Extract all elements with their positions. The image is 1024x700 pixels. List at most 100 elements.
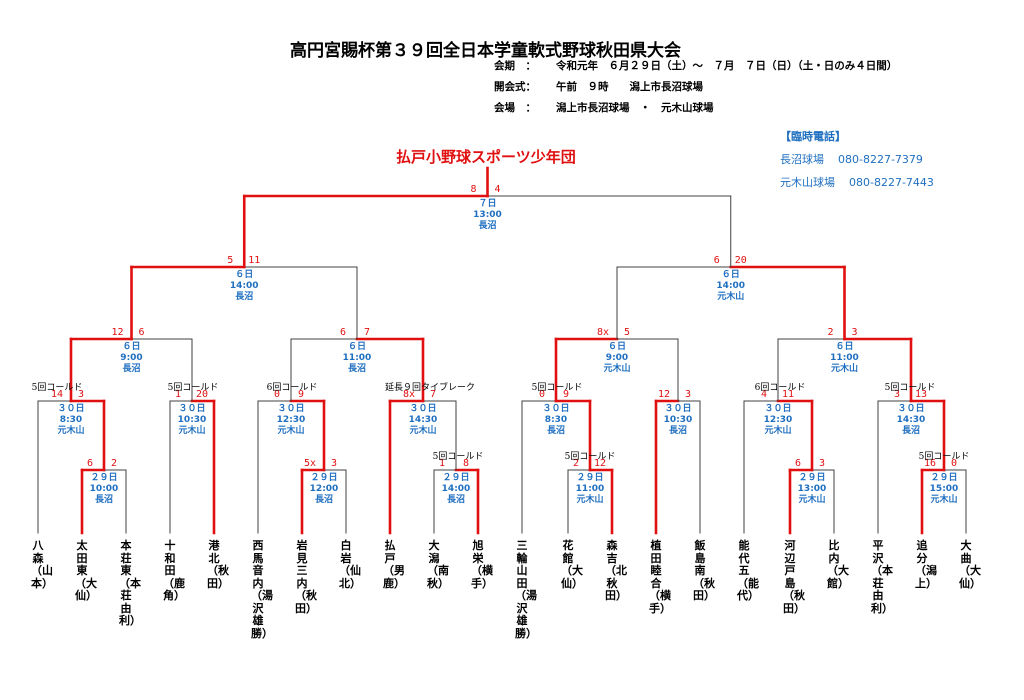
match-venue: 長沼 bbox=[122, 364, 141, 374]
match-time: 14:30 bbox=[896, 415, 926, 425]
match-date: ６日 bbox=[347, 342, 366, 352]
score-left: 1 bbox=[174, 389, 182, 400]
score-right: 20 bbox=[195, 389, 209, 400]
match-time: 13:00 bbox=[797, 484, 827, 494]
match-time: 11:00 bbox=[342, 353, 372, 363]
match-note: 5回コールド bbox=[531, 383, 583, 393]
score-right: 12 bbox=[593, 458, 607, 469]
team-name: 能代五（能代） bbox=[737, 539, 759, 602]
score-left: 16 bbox=[923, 458, 937, 469]
phone-number: 080-8227-7379 bbox=[838, 153, 923, 166]
match-venue: 元木山 bbox=[576, 495, 604, 505]
info-opening-value: 午前 ９時 潟上市長沼球場 bbox=[556, 81, 703, 93]
info-venue-value: 潟上市長沼球場 ・ 元木山球場 bbox=[556, 102, 714, 114]
team-name: 植田睦合（横手） bbox=[649, 539, 671, 615]
match-venue: 元木山 bbox=[57, 426, 85, 436]
match-venue: 元木山 bbox=[178, 426, 206, 436]
match-date: ６日 bbox=[122, 342, 141, 352]
score-right: 3 bbox=[77, 389, 85, 400]
score-right: 4 bbox=[494, 184, 501, 195]
phone-number: 080-8227-7443 bbox=[849, 176, 934, 189]
score-right: 3 bbox=[851, 327, 858, 338]
score-left: 0 bbox=[538, 389, 546, 400]
match-time: 14:30 bbox=[408, 415, 438, 425]
info-opening: 開会式：午前 ９時 潟上市長沼球場 bbox=[494, 79, 703, 94]
match-venue: 元木山 bbox=[930, 495, 958, 505]
match-time: 8:30 bbox=[544, 415, 568, 425]
match-date: ２９日 bbox=[442, 473, 470, 483]
score-right: 6 bbox=[138, 327, 145, 338]
match-note: 5回コールド bbox=[918, 452, 970, 462]
match-note: 5回コールド bbox=[432, 452, 484, 462]
match-venue: 元木山 bbox=[764, 426, 792, 436]
match-venue: 長沼 bbox=[235, 292, 254, 302]
match-time: 10:30 bbox=[177, 415, 207, 425]
score-left: 2 bbox=[827, 327, 834, 338]
match-date: ３０日 bbox=[277, 404, 305, 414]
match-venue: 長沼 bbox=[546, 426, 566, 436]
match-time: 9:00 bbox=[120, 353, 143, 363]
score-left: 1 bbox=[438, 458, 446, 469]
match-date: ２９日 bbox=[930, 473, 958, 483]
match-venue: 長沼 bbox=[478, 221, 497, 231]
score-right: 13 bbox=[914, 389, 928, 400]
team-name: 西馬音内（湯沢雄勝） bbox=[251, 539, 273, 640]
match-venue: 長沼 bbox=[347, 364, 366, 374]
match-time: 9:00 bbox=[605, 353, 629, 363]
match-venue: 元木山 bbox=[409, 426, 437, 436]
score-left: 5x bbox=[303, 458, 317, 469]
match-time: 11:00 bbox=[830, 353, 859, 363]
match-venue: 元木山 bbox=[830, 364, 858, 374]
match-note: 6回コールド bbox=[754, 383, 806, 393]
team-name: 大潟（南秋） bbox=[427, 539, 449, 590]
score-left: 6 bbox=[794, 458, 802, 469]
match-time: 14:00 bbox=[441, 484, 471, 494]
match-time: 13:00 bbox=[473, 210, 502, 220]
info-dates-value: 令和元年 ６月２９日（土）～ ７月 ７日（日）（土・日のみ４日間） bbox=[556, 60, 898, 72]
champion-label: 払戸小野球スポーツ少年団 bbox=[396, 148, 576, 166]
info-dates: 会期 ：令和元年 ６月２９日（土）～ ７月 ７日（日）（土・日のみ４日間） bbox=[494, 58, 897, 73]
score-right: 11 bbox=[248, 255, 261, 266]
team-name: 大曲（大仙） bbox=[959, 539, 981, 590]
team-name: 払戸（男鹿） bbox=[383, 539, 405, 590]
score-left: 2 bbox=[572, 458, 580, 469]
score-left: 8x bbox=[596, 327, 610, 338]
match-date: ２９日 bbox=[310, 473, 338, 483]
match-date: ７日 bbox=[478, 199, 497, 209]
match-time: 10:00 bbox=[89, 484, 119, 494]
match-note: 延長９回タイブレーク bbox=[384, 383, 476, 393]
team-name: 森吉（北秋田） bbox=[605, 539, 627, 602]
score-left: 12 bbox=[657, 389, 671, 400]
team-name: 花館（大仙） bbox=[561, 539, 583, 590]
match-venue: 元木山 bbox=[603, 364, 631, 374]
score-right: 20 bbox=[734, 255, 747, 266]
match-date: ２９日 bbox=[576, 473, 604, 483]
match-date: ３０日 bbox=[897, 404, 925, 414]
team-name: 平沢（本荘由利） bbox=[871, 539, 893, 615]
score-left: 12 bbox=[111, 327, 124, 338]
match-note: 5回コールド bbox=[31, 383, 83, 393]
team-name: 追分（潟上） bbox=[915, 539, 937, 590]
score-right: 9 bbox=[297, 389, 305, 400]
match-venue: 元木山 bbox=[798, 495, 826, 505]
match-venue: 長沼 bbox=[901, 426, 920, 436]
match-time: 14:00 bbox=[716, 281, 746, 291]
phone-place: 長沼球場 bbox=[780, 153, 824, 166]
score-left: 8x bbox=[402, 389, 416, 400]
